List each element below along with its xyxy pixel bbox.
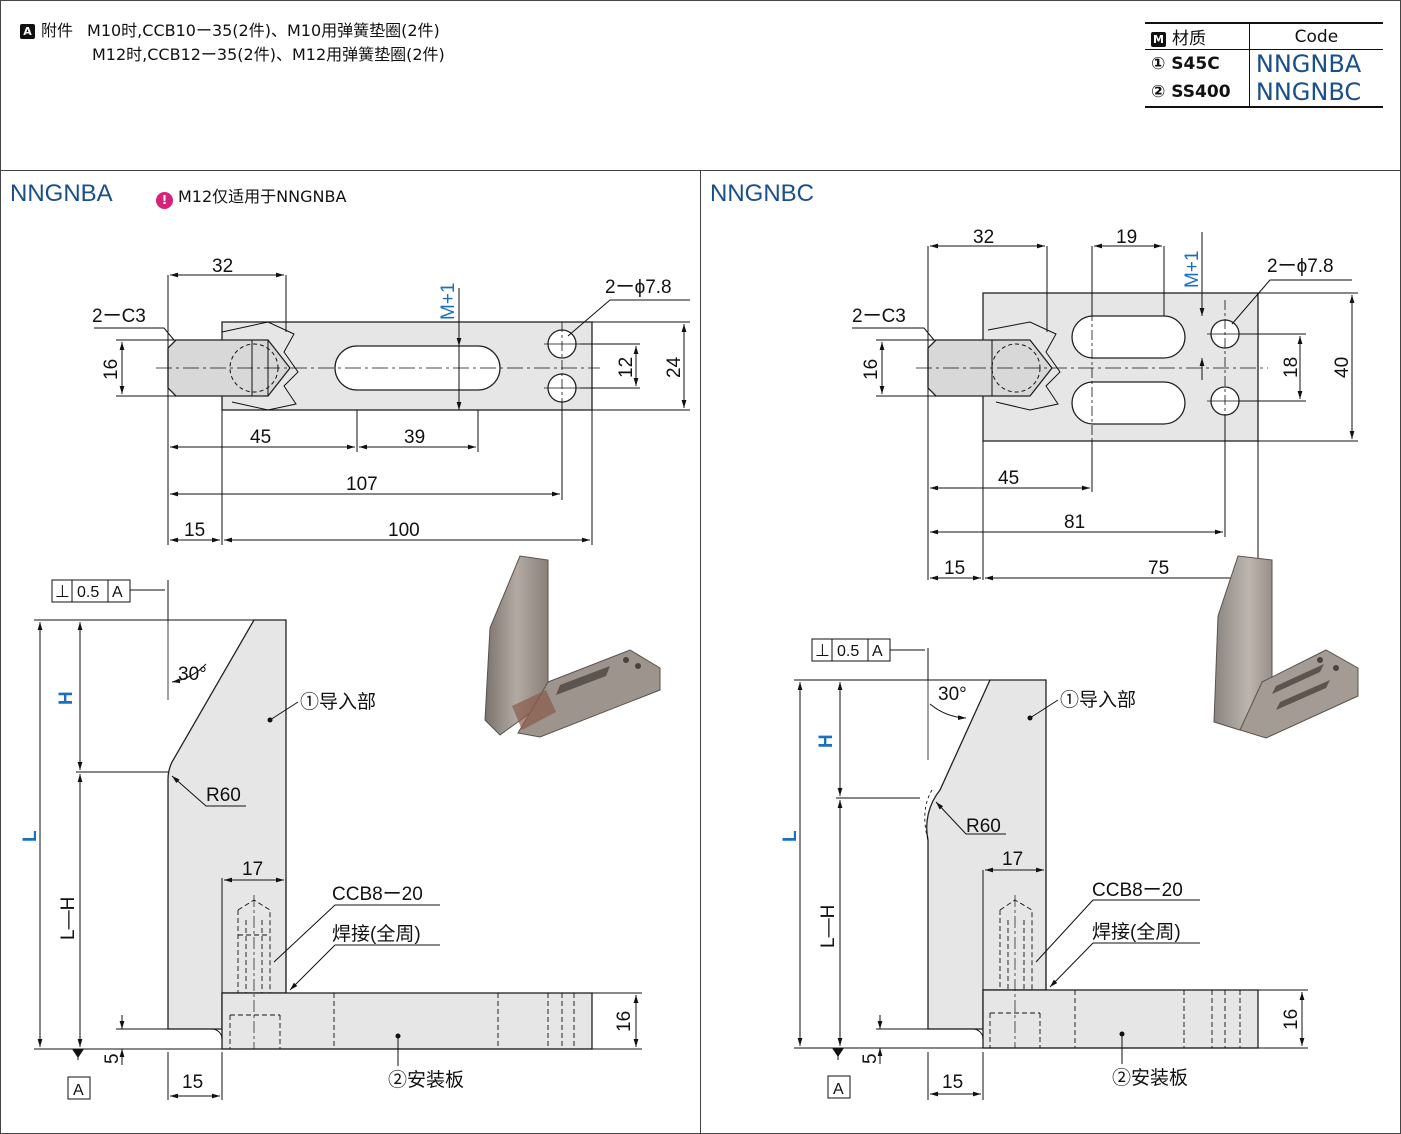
- left-LH: L—H: [58, 897, 79, 940]
- right-mount-plate: [982, 989, 1259, 1049]
- right-tol: 0.5: [837, 643, 859, 660]
- left-dim-16: 16: [101, 359, 122, 380]
- accessory-line1: M10时,CCB10ー35(2件)、M10用弹簧垫圈(2件): [87, 21, 440, 40]
- right-dim-40: 40: [1332, 357, 1353, 378]
- left-title: NNGNBA: [10, 180, 113, 207]
- left-photo: [484, 555, 661, 738]
- left-angle: 30°: [178, 664, 207, 685]
- right-dim-hole: 2ーϕ7.8: [1267, 256, 1334, 277]
- material-row-2: ② SS400: [1145, 78, 1250, 107]
- left-dim-15: 15: [184, 520, 205, 541]
- accessory-line2-wrap: M12时,CCB12ー35(2件)、M12用弹簧垫圈(2件): [92, 44, 445, 66]
- right-guide-part: [926, 679, 1047, 1030]
- right-datum-triangle: [832, 1048, 844, 1057]
- left-datum-triangle: [72, 1049, 84, 1058]
- right-dim-15: 15: [944, 558, 965, 579]
- right-tol-datum: A: [872, 643, 883, 660]
- left-tol-datum: A: [112, 584, 123, 601]
- left-datum-A: A: [73, 1082, 84, 1099]
- right-dim-45: 45: [998, 468, 1019, 489]
- left-dim-107: 107: [346, 474, 378, 495]
- left-dim-m1: M+1: [438, 283, 459, 321]
- material-header-label: 材质: [1172, 29, 1206, 49]
- left-warning: ! M12仅适用于NNGNBA: [156, 183, 346, 209]
- left-mount-plate: [221, 992, 593, 1050]
- left-dim-100: 100: [388, 520, 420, 541]
- left-dim-5: 5: [102, 1053, 123, 1064]
- left-dim-c3: 2ーC3: [92, 306, 146, 327]
- left-H: H: [56, 691, 77, 705]
- left-dim-17: 17: [242, 859, 263, 880]
- right-slot-2: [1071, 381, 1186, 425]
- accessory-note: A 附件 M10时,CCB10ー35(2件)、M10用弹簧垫圈(2件): [20, 20, 440, 42]
- left-part2: ②安装板: [388, 1069, 464, 1091]
- left-tol: 0.5: [77, 584, 99, 601]
- right-dim-16b: 16: [1281, 1009, 1302, 1030]
- right-H: H: [816, 734, 837, 748]
- material-header: M 材质: [1145, 23, 1250, 50]
- exclamation-icon: !: [156, 192, 173, 209]
- left-dim-15b: 15: [182, 1072, 203, 1093]
- left-warning-text: M12仅适用于NNGNBA: [178, 187, 347, 206]
- right-dim-15b: 15: [942, 1072, 963, 1093]
- left-dim-24: 24: [664, 356, 685, 378]
- left-labels: 32 2ーC3 2ーϕ7.8 M+1 16 12 24 45 39 107 15…: [20, 256, 685, 1099]
- material-table: M 材质 Code ① S45C NNGNBA ② SS400 NNGNBC: [1145, 22, 1383, 108]
- right-part1: ①导入部: [1060, 689, 1136, 711]
- right-title: NNGNBC: [710, 180, 815, 207]
- left-dim-16b: 16: [614, 1011, 635, 1032]
- right-side-view: [794, 648, 1308, 1100]
- left-ccb: CCB8ー20: [332, 884, 423, 905]
- right-dim-m1: M+1: [1182, 251, 1203, 289]
- right-weld: 焊接(全周): [1092, 921, 1181, 943]
- left-weld: 焊接(全周): [332, 923, 421, 945]
- right-slot-1: [1071, 315, 1186, 359]
- right-dim-81: 81: [1064, 512, 1085, 533]
- right-r60: R60: [966, 816, 1001, 837]
- right-dim-17: 17: [1002, 849, 1023, 870]
- right-dim-18: 18: [1281, 357, 1302, 378]
- right-part2: ②安装板: [1112, 1067, 1188, 1089]
- left-top-view: [94, 272, 690, 545]
- material-row-1: ① S45C: [1145, 49, 1250, 78]
- right-LH: L—H: [818, 905, 839, 948]
- left-L: L: [20, 830, 41, 842]
- right-L: L: [780, 830, 801, 842]
- right-dim-75: 75: [1148, 558, 1169, 579]
- right-datum-A: A: [833, 1081, 844, 1098]
- accessory-label: 附件: [41, 21, 74, 40]
- right-dim-5: 5: [860, 1053, 881, 1064]
- right-dim-c3: 2ーC3: [852, 306, 906, 327]
- right-photo: [1213, 555, 1359, 739]
- left-datum-box: [67, 1076, 91, 1100]
- left-dim-12: 12: [616, 357, 637, 378]
- right-labels: 32 19 M+1 2ーC3 2ーϕ7.8 16 18 40 45 81 15 …: [780, 227, 1353, 1098]
- right-dim-19: 19: [1116, 227, 1137, 248]
- accessory-line2: M12时,CCB12ー35(2件)、M12用弹簧垫圈(2件): [92, 45, 445, 64]
- left-dim-32: 32: [212, 256, 233, 277]
- left-dim-hole: 2ーϕ7.8: [605, 277, 672, 298]
- right-perp-symbol: ⊥: [815, 641, 830, 660]
- accessory-tag: A: [20, 24, 35, 39]
- right-dim-16: 16: [861, 359, 882, 380]
- code-row-2: NNGNBC: [1255, 78, 1362, 106]
- left-dim-45: 45: [250, 427, 271, 448]
- left-part1: ①导入部: [300, 691, 376, 713]
- material-tag: M: [1151, 32, 1166, 47]
- right-datum-box: [827, 1075, 851, 1099]
- left-side-view: [34, 580, 642, 1100]
- left-dim-39: 39: [404, 427, 425, 448]
- right-ccb: CCB8ー20: [1092, 880, 1183, 901]
- left-r60: R60: [206, 785, 241, 806]
- left-perp-symbol: ⊥: [55, 582, 70, 601]
- code-row-1: NNGNBA: [1255, 50, 1362, 78]
- code-header: Code: [1294, 26, 1339, 47]
- right-dim-32: 32: [973, 227, 994, 248]
- right-top-view: [852, 232, 1358, 581]
- right-angle: 30°: [938, 684, 967, 705]
